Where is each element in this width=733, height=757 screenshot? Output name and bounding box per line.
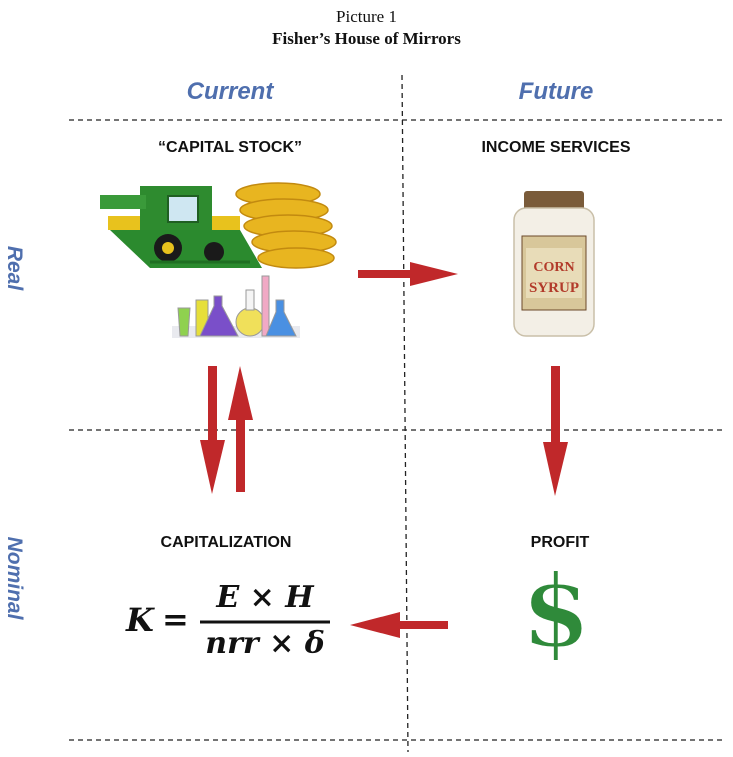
arrow-capital-to-capitalization <box>200 366 225 494</box>
lab-glassware-illustration <box>172 275 300 338</box>
formula-equals: = <box>162 600 189 638</box>
column-heading-current: Current <box>186 78 274 105</box>
corn-syrup-jar-illustration <box>513 191 595 337</box>
formula-lhs: K <box>126 601 154 639</box>
picture-number: Picture 1 <box>336 7 397 26</box>
corn-cobs-illustration <box>235 182 337 269</box>
quadrant-title-capital-stock: “CAPITAL STOCK” <box>157 139 302 156</box>
dollar-sign-icon: $ <box>520 552 592 670</box>
quadrant-title-income-services: INCOME SERVICES <box>481 139 631 156</box>
arrows <box>200 262 568 638</box>
arrow-capital-to-income <box>358 262 458 286</box>
combine-harvester-illustration <box>100 186 262 268</box>
arrow-profit-to-capitalization <box>350 612 448 638</box>
formula-denominator: nrr × δ <box>205 626 325 661</box>
grid-line-vertical <box>401 74 409 753</box>
jar-label-syrup: SYRUP <box>529 280 579 296</box>
quadrant-title-capitalization: CAPITALIZATION <box>160 534 292 551</box>
jar-label-corn: CORN <box>533 260 574 275</box>
arrow-income-to-profit <box>543 366 568 496</box>
grid-lines <box>69 74 722 753</box>
arrow-capitalization-to-capital <box>228 366 253 492</box>
quadrant-title-profit: PROFIT <box>530 534 590 551</box>
formula-numerator: E × H <box>216 580 314 615</box>
column-heading-future: Future <box>518 78 594 105</box>
picture-title: Fisher’s House of Mirrors <box>272 29 461 48</box>
